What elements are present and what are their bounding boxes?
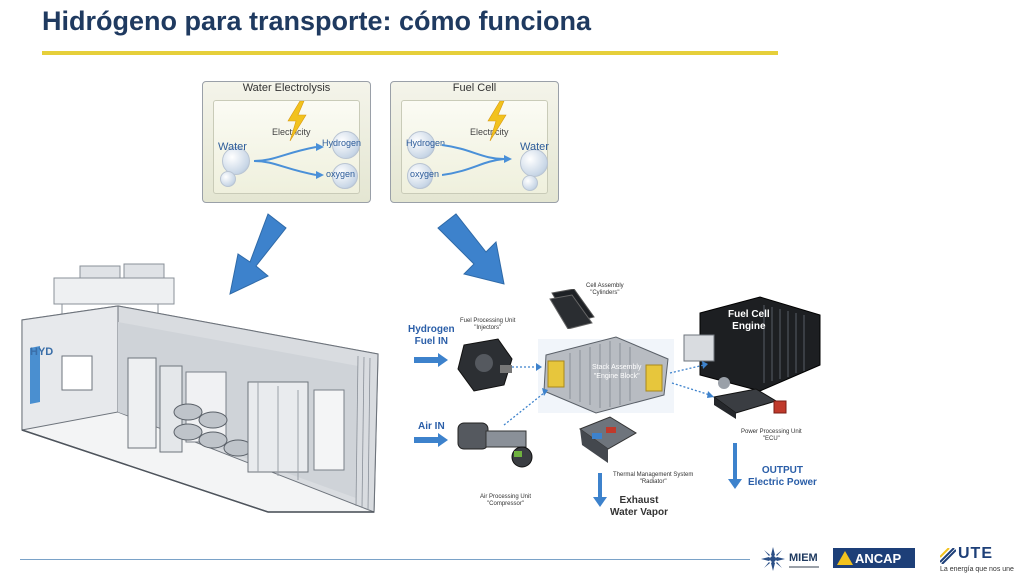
cell-plates-illustration [549, 289, 595, 329]
exhaust-water-vapor-label: Exhaust Water Vapor [610, 495, 668, 518]
fuel-cell-diagram: Hydrogen oxygen Electricity Water [401, 100, 549, 194]
cell-assembly-label: Cell Assembly "Cylinders" [586, 283, 624, 296]
ute-logo-text: UTE [958, 545, 993, 562]
fc-oxygen-label: oxygen [410, 169, 440, 179]
left-down-arrow-icon [229, 213, 287, 295]
water-electrolysis-title: Water Electrolysis [242, 82, 331, 94]
footer-rule [20, 559, 750, 560]
ecu-illustration [712, 388, 787, 419]
fuel-cell-engine-diagram: Hydrogen Fuel IN Air IN Fuel Processing … [408, 275, 828, 525]
lightning-icon [287, 101, 307, 141]
miem-subtext-line [789, 566, 819, 568]
split-arrows-icon [254, 143, 324, 179]
hydrogen-fuel-in-label: Hydrogen Fuel IN [408, 324, 455, 347]
hydrogen-in-bubble [407, 131, 435, 159]
air-in-label: Air IN [418, 421, 445, 432]
oxygen-bubble [332, 163, 358, 189]
power-processing-unit-label: Power Processing Unit "ECU" [741, 429, 802, 442]
fc-hydrogen-label: Hydrogen [406, 138, 446, 148]
compressor-illustration [457, 422, 533, 468]
slide-title: Hidrógeno para transporte: cómo funciona [42, 6, 592, 36]
oxygen-label: oxygen [326, 169, 356, 179]
output-electric-power-label: OUTPUT Electric Power [748, 465, 817, 488]
electricity-label: Electricity [272, 127, 311, 137]
electrolyzer-container-illustration [21, 263, 379, 513]
water-bubble [222, 147, 250, 175]
hydrogen-bubble [332, 131, 360, 159]
container-logo: HYD [30, 346, 54, 358]
ute-tagline: La energía que nos une [940, 566, 1014, 573]
ancap-triangle-icon [837, 551, 853, 565]
stack-assembly-illustration [538, 336, 674, 414]
electrolysis-diagram: Water Electricity Hydrogen oxygen [213, 100, 362, 194]
ancap-logo: ANCAP [833, 548, 915, 568]
miem-star-icon [761, 547, 785, 571]
hydrogen-label: Hydrogen [322, 138, 362, 148]
water-label: Water [218, 141, 247, 153]
stack-assembly-label: Stack Assembly "Engine Block" [592, 364, 642, 380]
fuel-cell-engine-label: Fuel Cell Engine [728, 309, 770, 332]
flow-connectors [503, 361, 742, 507]
fuel-cell-title: Fuel Cell [452, 82, 497, 94]
fuel-cell-panel: Fuel Cell Hydrogen oxygen Electricity Wa… [390, 81, 559, 203]
air-processing-unit-label: Air Processing Unit "Compressor" [480, 494, 532, 507]
right-down-arrow-icon [437, 213, 505, 285]
water-electrolysis-panel: Water Electrolysis Water Electricity Hyd… [202, 81, 371, 203]
thermal-management-label: Thermal Management System "Radiator" [613, 472, 694, 485]
fc-lightning-icon [487, 101, 507, 141]
fuel-cell-engine-illustration [683, 296, 821, 392]
air-in-arrow-icon [414, 433, 448, 447]
water-out-small-bubble [522, 175, 538, 191]
hydrogen-in-arrow-icon [414, 353, 448, 367]
radiator-illustration [578, 416, 637, 463]
fuel-processing-unit-label: Fuel Processing Unit "Injectors" [460, 318, 516, 331]
miem-logo-text: MIEM [789, 552, 818, 564]
ute-stripes-icon [940, 548, 956, 564]
merge-arrows-icon [442, 144, 512, 176]
ancap-logo-text: ANCAP [855, 551, 902, 566]
fc-water-label: Water [520, 141, 549, 153]
fc-electricity-label: Electricity [470, 127, 509, 137]
water-small-bubble [220, 171, 236, 187]
injectors-illustration [457, 338, 513, 392]
water-out-bubble [520, 149, 548, 177]
oxygen-in-bubble [407, 163, 433, 189]
title-underline [42, 51, 778, 55]
